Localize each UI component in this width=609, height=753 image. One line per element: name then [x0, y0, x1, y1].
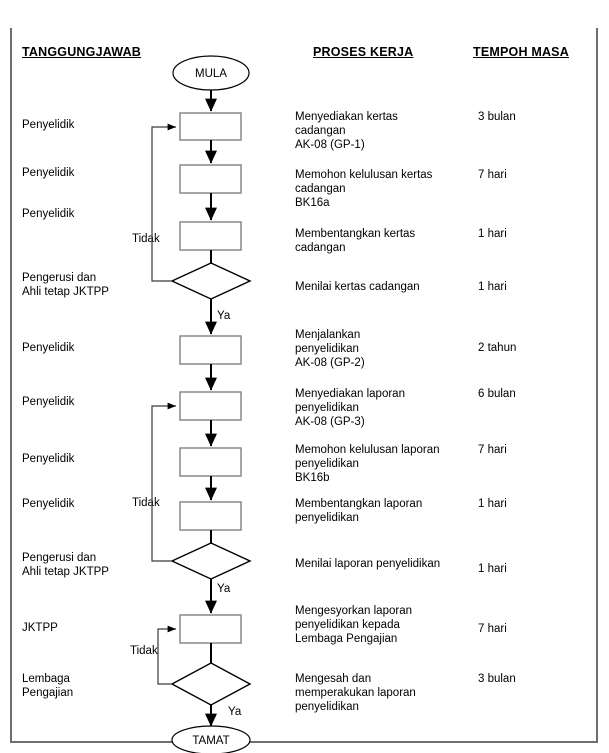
responsibility-label: Lembaga Pengajian: [22, 673, 74, 699]
duration-value: 3 bulan: [478, 111, 516, 123]
edge-label-yes: Ya: [228, 706, 242, 718]
duration-value: 1 hari: [478, 563, 507, 575]
process-description: Menilai laporan penyelidikan: [295, 558, 441, 570]
process-description: Membentangkan kertas cadangan: [295, 228, 416, 254]
responsibility-label: JKTPP: [22, 622, 58, 634]
decision-diamond: [170, 262, 252, 300]
duration-value: 3 bulan: [478, 673, 516, 685]
duration-value: 2 tahun: [478, 342, 517, 354]
responsibility-label: Penyelidik: [22, 167, 75, 179]
process-description: Mengesyorkan laporan penyelidikan kepada…: [295, 605, 412, 645]
process-description: Mengesah dan memperakukan laporan penyel…: [295, 673, 416, 713]
decision-diamond: [170, 542, 252, 580]
process-description: Memohon kelulusan kertas cadangan BK16a: [295, 169, 433, 209]
process-description: Menyediakan kertas cadangan AK-08 (GP-1): [295, 111, 398, 151]
process-box: [179, 164, 242, 194]
duration-value: 7 hari: [478, 623, 507, 635]
edge-label-yes: Ya: [217, 583, 231, 595]
responsibility-label: Penyelidik: [22, 342, 75, 354]
column-header-process: PROSES KERJA: [313, 45, 414, 59]
responsibility-label: Pengerusi dan Ahli tetap JKTPP: [22, 552, 109, 578]
process-box: [179, 391, 242, 421]
process-description: Memohon kelulusan laporan penyelidikan B…: [295, 444, 440, 484]
column-header-responsibility: TANGGUNGJAWAB: [22, 45, 142, 59]
duration-value: 1 hari: [478, 228, 507, 240]
duration-value: 1 hari: [478, 498, 507, 510]
responsibility-label: Penyelidik: [22, 498, 75, 510]
process-box: [179, 221, 242, 251]
process-box: [179, 335, 242, 365]
duration-value: 1 hari: [478, 281, 507, 293]
process-description: Membentangkan laporan penyelidikan: [295, 498, 423, 524]
responsibility-label: Penyelidik: [22, 396, 75, 408]
edge-label-yes: Ya: [217, 310, 231, 322]
terminator-start-label: MULA: [195, 68, 227, 80]
edge-label-no: Tidak: [130, 645, 158, 657]
process-box: [179, 501, 242, 531]
duration-value: 7 hari: [478, 169, 507, 181]
duration-value: 7 hari: [478, 444, 507, 456]
duration-value: 6 bulan: [478, 388, 516, 400]
process-box: [179, 447, 242, 477]
edge-label-no: Tidak: [132, 233, 160, 245]
responsibility-label: Pengerusi dan Ahli tetap JKTPP: [22, 272, 109, 298]
process-box: [179, 112, 242, 141]
decision-diamond: [170, 662, 252, 706]
responsibility-label: Penyelidik: [22, 208, 75, 220]
terminator-end-shape: [171, 725, 251, 753]
process-box: [179, 614, 242, 644]
responsibility-label: Penyelidik: [22, 453, 75, 465]
terminator-end-label: TAMAT: [192, 735, 229, 747]
edge-label-no: Tidak: [132, 497, 160, 509]
process-description: Menyediakan laporan penyelidikan AK-08 (…: [295, 388, 405, 428]
column-header-duration: TEMPOH MASA: [473, 45, 569, 59]
process-description: Menilai kertas cadangan: [295, 281, 420, 293]
process-description: Menjalankan penyelidikan AK-08 (GP-2): [295, 329, 365, 369]
responsibility-label: Penyelidik: [22, 119, 75, 131]
